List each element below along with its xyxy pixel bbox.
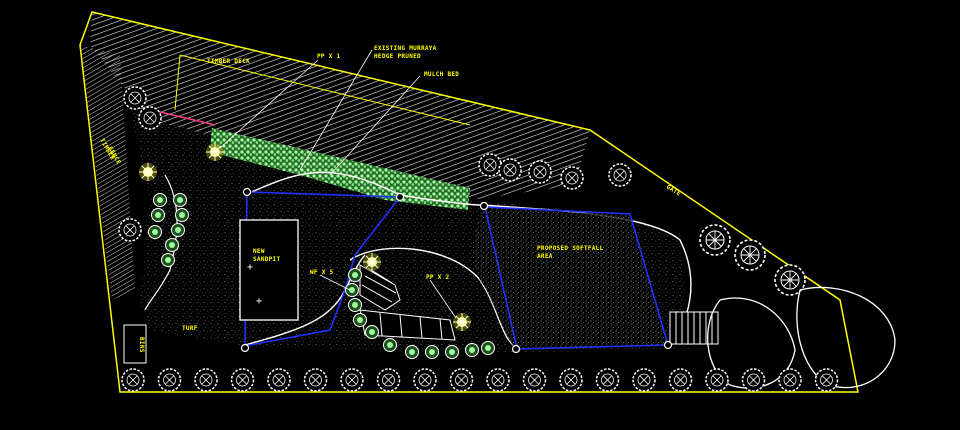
timber-deck <box>90 12 590 200</box>
feature-plant-icon <box>205 142 225 162</box>
tree-symbol-icon <box>267 368 291 392</box>
label-hedge-pruned: HEDGE PRUNED <box>374 53 421 60</box>
softfall-edge-curve <box>349 247 521 351</box>
tree-symbol-icon <box>413 368 437 392</box>
tree-row-bottom <box>121 368 839 392</box>
cross-marker-icon: + <box>256 296 262 307</box>
tree-symbol-icon <box>194 368 218 392</box>
label-pp-x1: PP X 1 <box>317 53 341 60</box>
tree-symbol-icon <box>522 368 547 392</box>
post-marker-icon <box>242 187 252 197</box>
label-timber-deck: TIMBER DECK <box>207 58 250 65</box>
feature-plant-icon <box>138 162 158 182</box>
label-pp-x2: PP X 2 <box>426 274 450 281</box>
post-marker-icon <box>663 340 673 350</box>
tree-symbol-icon <box>814 368 839 392</box>
post-markers <box>240 187 673 354</box>
tree-symbol-icon <box>230 368 255 392</box>
sandpit <box>239 219 299 321</box>
label-proposed-softfall: PROPOSED SOFTFALL <box>537 245 604 252</box>
feature-plant-icon <box>452 312 472 332</box>
tree-symbol-icon <box>668 368 693 392</box>
label-softfall-area: AREA <box>537 253 553 260</box>
label-new-sandpit: NEW <box>253 248 265 255</box>
deck-inner-line <box>174 54 471 126</box>
tree-symbol-icon <box>705 368 729 392</box>
softfall-area <box>473 208 668 348</box>
tree-symbol-icon <box>376 368 401 392</box>
post-marker-icon <box>240 343 250 353</box>
post-marker-icon <box>479 201 489 211</box>
tree-symbol-icon <box>595 368 620 392</box>
feature-plant-icon <box>362 252 382 272</box>
label-mulch-bed: MULCH BED <box>424 71 459 78</box>
tree-symbol-icon <box>157 368 182 392</box>
tree-symbol-icon <box>632 368 656 392</box>
post-marker-icon <box>511 344 521 354</box>
tree-symbol-icon <box>449 368 474 392</box>
deck-steps-right <box>669 311 719 345</box>
label-sandpit: SANDPIT <box>253 256 280 263</box>
turf-edge-curve <box>244 254 366 346</box>
tree-symbol-icon <box>559 368 583 392</box>
murraya-hedge <box>210 128 470 210</box>
tree-symbol-icon <box>778 368 802 392</box>
tree-canopy-outline <box>707 286 896 389</box>
label-existing-murraya: EXISTING MURRAYA <box>374 45 437 52</box>
tree-symbol-icon <box>486 368 510 392</box>
timber-steps <box>359 264 456 341</box>
label-turf: TURF <box>182 325 198 332</box>
tree-symbol-icon <box>121 368 145 392</box>
cross-marker-icon: + <box>247 262 253 273</box>
post-marker-icon <box>395 192 405 202</box>
bin-pad <box>123 324 147 364</box>
tree-large-right <box>699 224 806 296</box>
leader-lines <box>219 49 457 319</box>
label-wf-x5: WF X 5 <box>310 269 334 276</box>
tree-symbol-icon <box>741 368 766 392</box>
label-gate: GATE <box>665 184 682 198</box>
path-line <box>159 111 216 126</box>
tree-symbol-icon <box>340 368 364 392</box>
label-bins: BINS <box>138 337 145 353</box>
site-boundary <box>79 11 859 393</box>
tree-symbol-icon <box>303 368 328 392</box>
